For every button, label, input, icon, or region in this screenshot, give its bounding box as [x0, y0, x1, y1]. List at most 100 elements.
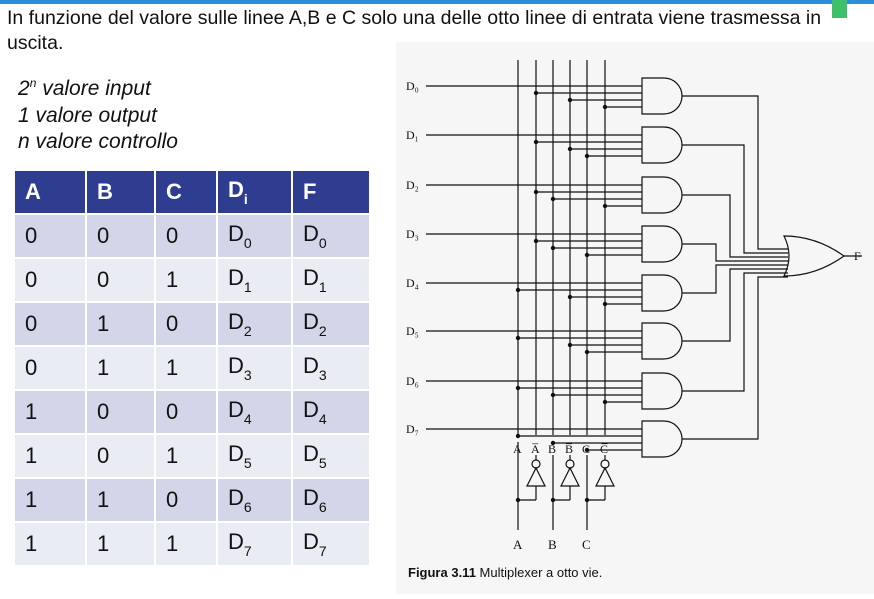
header-f: F	[291, 169, 371, 215]
cell-c: 0	[154, 301, 218, 347]
junction-dot	[584, 447, 590, 453]
junction-dot	[533, 139, 539, 145]
junction-dot	[515, 287, 521, 293]
cell-c: 1	[154, 257, 218, 303]
data-input-label: D₃	[406, 227, 419, 241]
gate-output-wire	[682, 264, 788, 294]
data-input-label: D₄	[406, 276, 419, 290]
junction-dot	[567, 97, 573, 103]
corner-marker	[832, 0, 847, 18]
or-gate	[783, 235, 846, 277]
control-input-label: A	[513, 537, 523, 552]
junction-dot	[550, 497, 556, 503]
junction-dot	[584, 252, 590, 258]
cell-b: 0	[85, 257, 156, 303]
top-accent-bar	[0, 0, 874, 4]
junction-dot	[584, 349, 590, 355]
cell-c: 0	[154, 389, 218, 435]
cell-a: 0	[13, 213, 87, 259]
cell-b: 1	[85, 477, 156, 523]
cell-di: D0	[216, 213, 293, 259]
cell-f: D0	[291, 213, 371, 259]
control-label: C̅	[600, 442, 609, 456]
header-a: A	[13, 169, 87, 215]
cell-c: 0	[154, 477, 218, 523]
gate-output-wire	[682, 272, 788, 392]
cell-di: D6	[216, 477, 293, 523]
output-label: F	[854, 249, 861, 263]
cell-di: D5	[216, 433, 293, 479]
cell-c: 1	[154, 433, 218, 479]
junction-dot	[515, 385, 521, 391]
figure-caption: Figura 3.11 Multiplexer a otto vie.	[408, 565, 602, 580]
cell-a: 1	[13, 521, 87, 567]
and-gate	[641, 126, 683, 164]
cell-di: D7	[216, 521, 293, 567]
junction-dot	[567, 146, 573, 152]
cell-f: D3	[291, 345, 371, 391]
note-output: 1 valore output	[18, 103, 157, 127]
control-label: C	[582, 442, 590, 456]
cell-f: D7	[291, 521, 371, 567]
control-input-label: C	[582, 537, 591, 552]
gate-output-wire	[682, 268, 788, 342]
gate-output-wire	[682, 194, 788, 258]
junction-dot	[515, 497, 521, 503]
junction-dot	[515, 335, 521, 341]
cell-f: D6	[291, 477, 371, 523]
header-di: Di	[216, 169, 293, 215]
gate-output-wire	[682, 95, 788, 250]
inverter	[526, 466, 546, 487]
control-input-label: B	[548, 537, 557, 552]
junction-dot	[533, 90, 539, 96]
intro-text: In funzione del valore sulle linee A,B e…	[7, 7, 822, 54]
caption-label: Figura 3.11	[408, 565, 476, 580]
gate-output-wire	[682, 243, 788, 262]
cell-b: 1	[85, 345, 156, 391]
control-label: B̅	[565, 442, 573, 456]
junction-dot	[584, 153, 590, 159]
cell-di: D4	[216, 389, 293, 435]
note-control: n valore controllo	[18, 130, 178, 153]
note-input: 2n valore input	[18, 76, 151, 100]
junction-dot	[515, 433, 521, 439]
junction-dot	[602, 301, 608, 307]
and-gate	[641, 176, 683, 214]
junction-dot	[550, 392, 556, 398]
data-input-label: D₅	[406, 324, 419, 338]
cell-f: D5	[291, 433, 371, 479]
and-gate	[641, 420, 683, 458]
cell-a: 0	[13, 301, 87, 347]
cell-b: 0	[85, 433, 156, 479]
cell-c: 1	[154, 521, 218, 567]
junction-dot	[550, 440, 556, 446]
cell-a: 1	[13, 477, 87, 523]
cell-b: 1	[85, 521, 156, 567]
junction-dot	[602, 399, 608, 405]
cell-a: 0	[13, 257, 87, 303]
and-gate	[641, 372, 683, 410]
junction-dot	[567, 342, 573, 348]
cell-di: D1	[216, 257, 293, 303]
cell-c: 0	[154, 213, 218, 259]
junction-dot	[533, 238, 539, 244]
junction-dot	[584, 497, 590, 503]
cell-f: D4	[291, 389, 371, 435]
cell-b: 1	[85, 301, 156, 347]
data-input-label: D₀	[406, 79, 419, 93]
junction-dot	[602, 203, 608, 209]
and-gate	[641, 225, 683, 263]
data-input-label: D₆	[406, 374, 419, 388]
cell-a: 1	[13, 433, 87, 479]
cell-di: D3	[216, 345, 293, 391]
data-input-label: D₁	[406, 128, 419, 142]
control-label: B	[548, 442, 556, 456]
